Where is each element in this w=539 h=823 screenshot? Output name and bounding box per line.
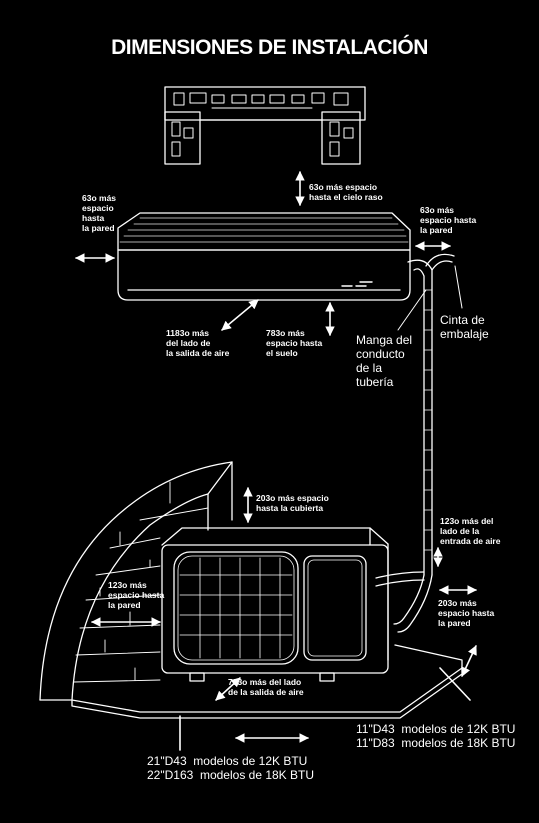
label-outdoor-left-wall: 123o más espacio hasta la pared	[108, 580, 165, 610]
label-outdoor-right-wall: 203o más espacio hasta la pared	[438, 598, 495, 628]
model-depth-12k: 11"D43 modelos de 12K BTU	[356, 722, 516, 736]
page-title: DIMENSIONES DE INSTALACIÓN	[111, 36, 428, 59]
model-width-12k: 21"D43 modelos de 12K BTU	[147, 754, 308, 768]
label-floor: 783o más espacio hasta el suelo	[266, 328, 323, 358]
pipe-sleeve	[375, 253, 455, 633]
label-left-wall: 63o más espacio hasta la pared	[82, 193, 117, 233]
label-air-in-side: 123o más del lado de la entrada de aire	[440, 516, 501, 546]
label-pipe-sleeve: Manga del conducto de la tubería	[356, 333, 413, 389]
indoor-unit	[117, 212, 411, 301]
label-right-wall: 63o más espacio hasta la pared	[420, 205, 477, 235]
label-outdoor-air-out: 783o más del lado de la salida de aire	[228, 677, 304, 697]
label-ceiling: 63o más espacio hasta el cielo raso	[309, 182, 383, 202]
label-air-out-side: 1183o más del lado de la salida de aire	[166, 328, 230, 358]
leader-lines	[397, 265, 463, 331]
label-tape: Cinta de embalaje	[440, 313, 489, 341]
outdoor-unit	[161, 527, 389, 682]
model-depth-18k: 11"D83 modelos de 18K BTU	[356, 736, 516, 750]
mounting-bracket	[164, 86, 366, 165]
dimension-arrows	[75, 171, 477, 751]
label-cover: 203o más espacio hasta la cubierta	[256, 493, 329, 513]
model-width-18k: 22"D163 modelos de 18K BTU	[147, 768, 315, 782]
